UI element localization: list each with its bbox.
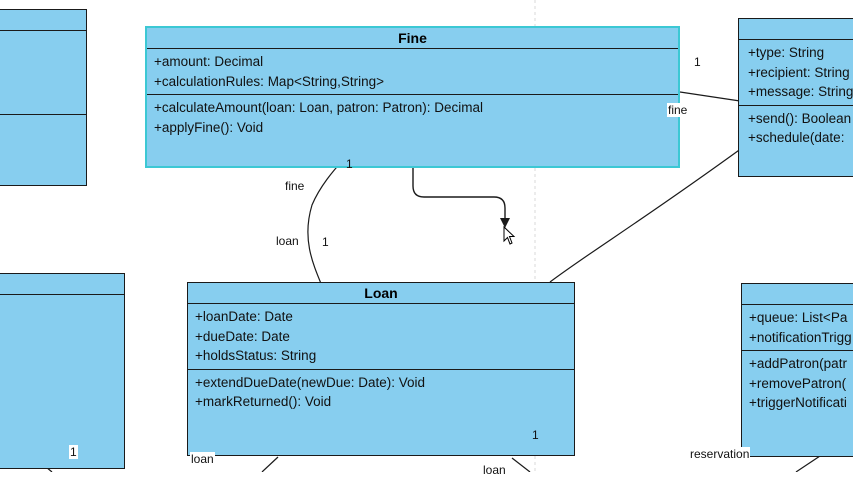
class-fine-attributes: +amount: Decimal +calculationRules: Map<…	[147, 49, 678, 95]
class-notification-attribute[interactable]: +type: String	[748, 45, 825, 60]
class-notification-attributes: +type: String +recipient: String +messag…	[739, 40, 853, 106]
class-fine-operation[interactable]: +applyFine(): Void	[154, 119, 264, 135]
class-fine-operations: +calculateAmount(loan: Loan, patron: Pat…	[147, 95, 678, 140]
class-queue-operation[interactable]: +triggerNotificati	[749, 395, 847, 410]
loan-notification-connector	[549, 147, 743, 283]
class-queue-attribute[interactable]: +queue: List<Pa	[749, 310, 848, 325]
reservation-role-label[interactable]: reservation	[689, 447, 751, 461]
class-left-bottom-name-section	[0, 274, 124, 295]
class-queue-name-section	[742, 284, 853, 305]
class-loan-attributes: +loanDate: Date +dueDate: Date +holdsSta…	[188, 304, 574, 370]
pending-connector	[412, 168, 506, 222]
fine-loan-multiplicity-bottom[interactable]: 1	[322, 235, 329, 249]
class-queue-operation[interactable]: +removePatron(	[749, 375, 847, 391]
class-loan[interactable]: Loan +loanDate: Date +dueDate: Date +hol…	[187, 282, 575, 456]
class-loan-attribute[interactable]: +dueDate: Date	[195, 328, 290, 344]
class-loan-name: Loan	[188, 283, 574, 304]
fine-loan-connector	[307, 159, 344, 287]
fine-notification-multiplicity[interactable]: 1	[694, 55, 701, 69]
class-loan-attribute[interactable]: +holdsStatus: String	[195, 348, 317, 363]
class-notification-attribute[interactable]: +message: String	[748, 84, 853, 99]
queue-bottom-connector	[795, 455, 821, 472]
loan-role-bottom-mid[interactable]: loan	[483, 463, 506, 477]
class-box-left-top[interactable]	[0, 9, 87, 186]
loan-bottom-right-connector	[511, 457, 531, 472]
loan-multiplicity-bottom-right[interactable]: 1	[532, 428, 539, 442]
class-fine-operation[interactable]: +calculateAmount(loan: Loan, patron: Pat…	[154, 100, 484, 115]
class-notification-operation[interactable]: +schedule(date:	[748, 130, 845, 145]
class-loan-attribute[interactable]: +loanDate: Date	[195, 309, 293, 324]
fine-loan-role-loan[interactable]: loan	[276, 234, 299, 248]
class-loan-operation[interactable]: +extendDueDate(newDue: Date): Void	[195, 374, 426, 390]
loan-bottom-left-connector	[261, 456, 279, 472]
fine-notification-role-label[interactable]: fine	[667, 103, 689, 117]
pending-connector-arrowhead	[500, 218, 510, 228]
class-loan-operation[interactable]: +markReturned(): Void	[195, 394, 332, 409]
mouse-pointer-icon	[503, 226, 516, 245]
loan-role-bottom-left[interactable]: loan	[190, 452, 215, 466]
class-reservation-queue[interactable]: +queue: List<Pa +notificationTrigg +addP…	[741, 283, 853, 457]
class-notification-attribute[interactable]: +recipient: String	[748, 64, 850, 80]
class-fine[interactable]: Fine +amount: Decimal +calculationRules:…	[145, 26, 680, 168]
class-notification-name-section	[739, 19, 853, 40]
class-fine-attribute[interactable]: +calculationRules: Map<String,String>	[154, 73, 385, 89]
fine-loan-multiplicity-top[interactable]: 1	[346, 157, 353, 171]
class-fine-name: Fine	[147, 28, 678, 49]
class-left-top-attributes-section	[0, 31, 86, 115]
class-queue-operation[interactable]: +addPatron(patr	[749, 356, 847, 371]
class-queue-attributes: +queue: List<Pa +notificationTrigg	[742, 305, 853, 351]
class-queue-attribute[interactable]: +notificationTrigg	[749, 329, 852, 345]
class-left-top-name-section	[0, 10, 86, 31]
class-loan-operations: +extendDueDate(newDue: Date): Void +mark…	[188, 370, 574, 415]
class-notification-operation[interactable]: +send(): Boolean	[748, 110, 852, 126]
fine-loan-role-fine[interactable]: fine	[285, 179, 305, 193]
left-class-multiplicity[interactable]: 1	[69, 445, 78, 459]
class-notification[interactable]: +type: String +recipient: String +messag…	[738, 18, 853, 177]
class-box-left-bottom[interactable]	[0, 273, 125, 469]
class-queue-operations: +addPatron(patr +removePatron( +triggerN…	[742, 351, 853, 416]
class-notification-operations: +send(): Boolean +schedule(date:	[739, 106, 853, 151]
class-fine-attribute[interactable]: +amount: Decimal	[154, 54, 264, 69]
